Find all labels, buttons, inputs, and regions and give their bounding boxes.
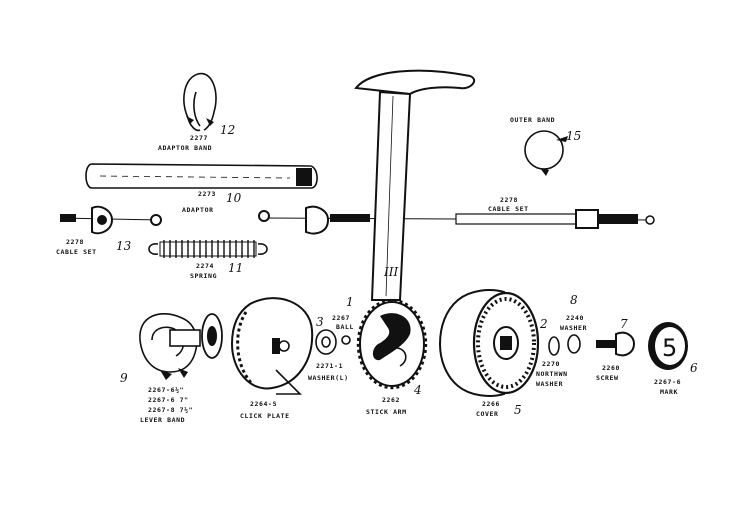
adaptor-name: ADAPTOR xyxy=(182,206,214,214)
click-plate-name: CLICK PLATE xyxy=(240,412,290,420)
cover-part xyxy=(438,289,540,397)
spring-num: 11 xyxy=(228,261,243,275)
outer-band-name: OUTER BAND xyxy=(510,116,555,124)
stick-arm-code: 2262 xyxy=(382,396,400,404)
cable-set-right-part xyxy=(258,205,655,235)
washer-l-part xyxy=(315,329,337,355)
adaptor-num: 10 xyxy=(226,191,242,205)
lever-band-code-2: 2267-6 7" xyxy=(148,396,189,404)
ball-part xyxy=(341,335,351,345)
washer-num: 8 xyxy=(570,293,578,307)
northwn-washer-name-2: WASHER xyxy=(536,380,563,388)
adaptor-band-code: 2277 xyxy=(190,134,208,142)
outer-band-num: 15 xyxy=(566,129,581,143)
stick-num: III xyxy=(383,265,398,279)
washer-l-code: 2271-1 xyxy=(316,362,343,370)
screw-name: SCREW xyxy=(596,374,619,382)
lever-band-code-1: 2267-6½" xyxy=(148,386,184,394)
washer-name: WASHER xyxy=(560,324,587,332)
cover-num: 5 xyxy=(514,403,522,417)
cable-set-left-name: CABLE SET xyxy=(56,248,97,256)
spring-name: SPRING xyxy=(190,272,217,280)
mark-code: 2267-6 xyxy=(654,378,681,386)
stick-arm-part xyxy=(356,298,428,390)
adaptor-band-name: ADAPTOR BAND xyxy=(158,144,212,152)
ball-name: BALL xyxy=(336,323,354,331)
adaptor-band-part xyxy=(183,72,217,132)
mark-num: 6 xyxy=(690,361,698,375)
spring-part xyxy=(148,240,268,258)
northwn-washer-part xyxy=(548,336,560,356)
lever-band-part xyxy=(139,313,223,380)
adaptor-code: 2273 xyxy=(198,190,216,198)
adaptor-band-num: 12 xyxy=(220,123,235,137)
cable-set-right-code: 2278 xyxy=(500,196,518,204)
ball-code: 2267 xyxy=(332,314,350,322)
screw-num: 7 xyxy=(620,317,628,331)
adaptor-part xyxy=(85,163,318,189)
outer-band-part xyxy=(524,130,568,176)
click-plate-code: 2264-S xyxy=(250,400,277,408)
northwn-washer-code: 2270 xyxy=(542,360,560,368)
washer-part xyxy=(567,334,581,354)
mark-face-digit: 5 xyxy=(662,334,677,362)
stick-arm-name: STICK ARM xyxy=(366,408,407,416)
spring-code: 2274 xyxy=(196,262,214,270)
cable-set-right-name: CABLE SET xyxy=(488,205,529,213)
lever-band-code-3: 2267-8 7½" xyxy=(148,406,193,414)
lever-band-num: 9 xyxy=(120,371,128,385)
screw-part xyxy=(596,331,636,357)
ball-num: 1 xyxy=(346,295,354,309)
click-plate-part xyxy=(230,297,314,395)
northwn-washer-name: NORTHWN xyxy=(536,370,568,378)
mark-name: MARK xyxy=(660,388,678,396)
washer-l-num: 3 xyxy=(316,315,324,329)
mark-part xyxy=(648,322,688,370)
screw-code: 2260 xyxy=(602,364,620,372)
northwn-washer-num: 2 xyxy=(539,317,548,331)
cable-set-left-code: 2278 xyxy=(66,238,84,246)
lever-band-name: LEVER BAND xyxy=(140,416,185,424)
cable-set-left-num: 13 xyxy=(116,239,132,253)
stick-arm-num: 4 xyxy=(413,383,422,397)
cover-name: COVER xyxy=(476,410,499,418)
cover-code: 2266 xyxy=(482,400,500,408)
washer-l-name: WASHER(L) xyxy=(308,374,349,382)
washer-code: 2240 xyxy=(566,314,584,322)
stick-part xyxy=(354,69,476,301)
cable-set-left-part xyxy=(59,205,162,235)
